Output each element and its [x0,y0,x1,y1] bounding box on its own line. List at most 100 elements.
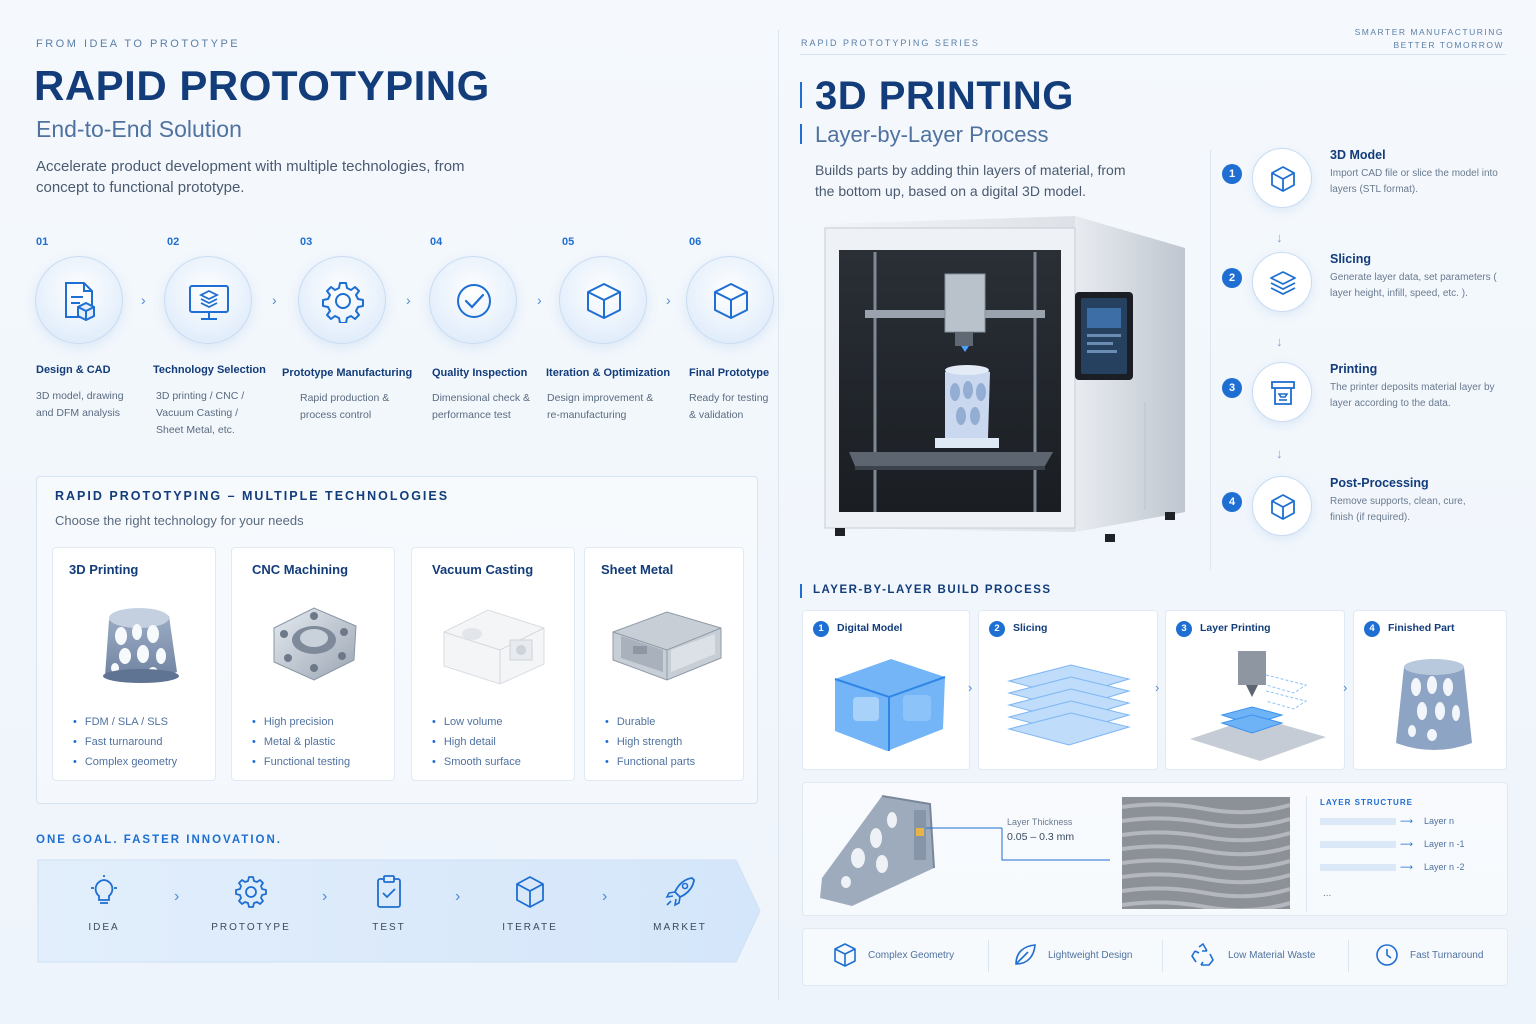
step-circle-iteration [559,256,647,344]
layer-panel-divider [1306,796,1307,912]
check-circle-icon [457,284,491,318]
chevron-right-icon: › [602,888,608,905]
process-step-title: Slicing [1330,252,1371,266]
layer-row: ⟶ Layer n -2 [1320,862,1500,874]
arrow-right-icon: ⟶ [1400,816,1413,826]
goal-stage-label: TEST [372,922,406,933]
build-step-digital-model: 1 Digital Model [802,610,970,770]
step-number: 02 [167,236,180,248]
cube-icon [1271,494,1295,520]
goal-stage-test: TEST [334,874,444,933]
tagline-line: SMARTER MANUFACTURING [1354,27,1504,37]
goal-stage-label: PROTOTYPE [211,922,291,933]
step-number: 05 [562,236,575,248]
process-step-icon-ring [1252,148,1312,208]
page-title: RAPID PROTOTYPING [34,62,490,109]
tech-feature: Low volume [432,712,521,732]
layer-label: Layer n [1424,816,1455,826]
technologies-subheading: Choose the right technology for your nee… [55,513,304,528]
step-title: Quality Inspection [432,367,528,379]
tech-feature: High precision [252,712,350,732]
build-accent-bar [800,584,802,598]
goal-stage-market: MARKET [625,874,735,933]
benefit-separator [988,940,989,972]
tech-feature: Fast turnaround [73,732,177,752]
cube-icon [714,283,748,319]
tech-card-title: CNC Machining [252,562,349,577]
goal-stage-idea: IDEA [49,874,159,933]
digital-model-image [834,659,946,751]
chevron-right-icon: › [174,888,180,905]
hero-kicker: FROM IDEA TO PROTOTYPE [36,38,241,50]
tech-card-cnc-machining[interactable]: CNC Machining High precision Metal & pla… [231,547,395,781]
goal-stage-label: ITERATE [502,922,558,933]
process-step-icon-ring [1252,252,1312,312]
build-step-layer-printing: 3 Layer Printing [1165,610,1345,770]
layer-label: Layer n -1 [1424,839,1465,849]
step-title: Iteration & Optimization [546,367,671,379]
leaf-icon [1015,944,1036,965]
sheet-metal-part-image [612,611,722,681]
step-title: Design & CAD [36,364,111,376]
chevron-right-icon: › [1155,680,1160,695]
tech-feature: Metal & plastic [252,732,350,752]
benefit-separator [1162,940,1163,972]
arrow-right-icon: ⟶ [1400,839,1413,849]
header-rule [800,54,1506,55]
cube-icon [587,283,621,319]
build-step-slicing: 2 Slicing [978,610,1158,770]
step-desc: Dimensional check & performance test [432,392,531,421]
step-circle-technology [164,256,252,344]
gear-icon [235,876,267,908]
tech-feature: Smooth surface [432,752,521,772]
tech-card-3d-printing[interactable]: 3D Printing FDM / SLA / SLS Fast turnaro… [52,547,216,781]
finished-part-image [1396,659,1472,750]
clock-icon [1376,944,1398,966]
goal-stage-label: MARKET [653,922,707,933]
build-step-title: Layer Printing [1200,622,1271,634]
chevron-right-icon: › [968,680,973,695]
layer-row: ⟶ Layer n [1320,816,1500,828]
process-step-title: Printing [1330,362,1378,376]
monitor-layers-icon [189,285,229,320]
tech-card-vacuum-casting[interactable]: Vacuum Casting Low volume High detail Sm… [411,547,575,781]
step-desc: 3D printing / CNC / Vacuum Casting / She… [156,390,245,436]
page-subtitle: End-to-End Solution [36,116,242,142]
tech-feature: High detail [432,732,521,752]
benefit-label: Complex Geometry [868,950,955,961]
step-circle-inspection [429,256,517,344]
goal-banner [37,859,761,963]
step-circle-design [35,256,123,344]
benefit-label: Lightweight Design [1048,950,1133,961]
goal-heading: ONE GOAL. FASTER INNOVATION. [36,834,282,846]
layer-more: ... [1323,888,1332,899]
hero-description: Accelerate product development with mult… [36,158,465,196]
process-step-desc: The printer deposits material layer by l… [1330,382,1495,409]
step-desc: Ready for testing & validation [689,392,769,421]
3d-printer-image [824,216,1185,542]
layer-row: ⟶ Layer n -1 [1320,839,1500,851]
arrow-down-icon: ↓ [1276,446,1283,461]
section-subtitle: Layer-by-Layer Process [815,122,1049,147]
layer-printing-image [1190,651,1326,761]
tech-feature-list: High precision Metal & plastic Functiona… [252,712,350,772]
tagline-line: BETTER TOMORROW [1393,40,1504,50]
lattice-part-image [103,608,179,683]
process-step-desc: Generate layer data, set parameters ( la… [1330,272,1497,299]
process-step-icon-ring [1252,362,1312,422]
cube-icon [516,876,544,908]
cube-icon [1271,166,1295,192]
step-number: 01 [36,236,49,248]
arrow-down-icon: ↓ [1276,230,1283,245]
chevron-right-icon: › [1343,680,1348,695]
benefit-separator [1348,940,1349,972]
tech-card-sheet-metal[interactable]: Sheet Metal Durable High strength Functi… [584,547,744,781]
tech-card-title: Vacuum Casting [432,562,534,577]
step-desc: Rapid production & process control [300,392,390,421]
goal-stage-iterate: ITERATE [475,874,585,933]
tech-feature: FDM / SLA / SLS [73,712,177,732]
step-circle-final [686,256,774,344]
technologies-heading: RAPID PROTOTYPING – MULTIPLE TECHNOLOGIE… [55,489,450,503]
gear-icon [322,282,364,323]
tagline: SMARTER MANUFACTURING BETTER TOMORROW [1355,26,1504,52]
